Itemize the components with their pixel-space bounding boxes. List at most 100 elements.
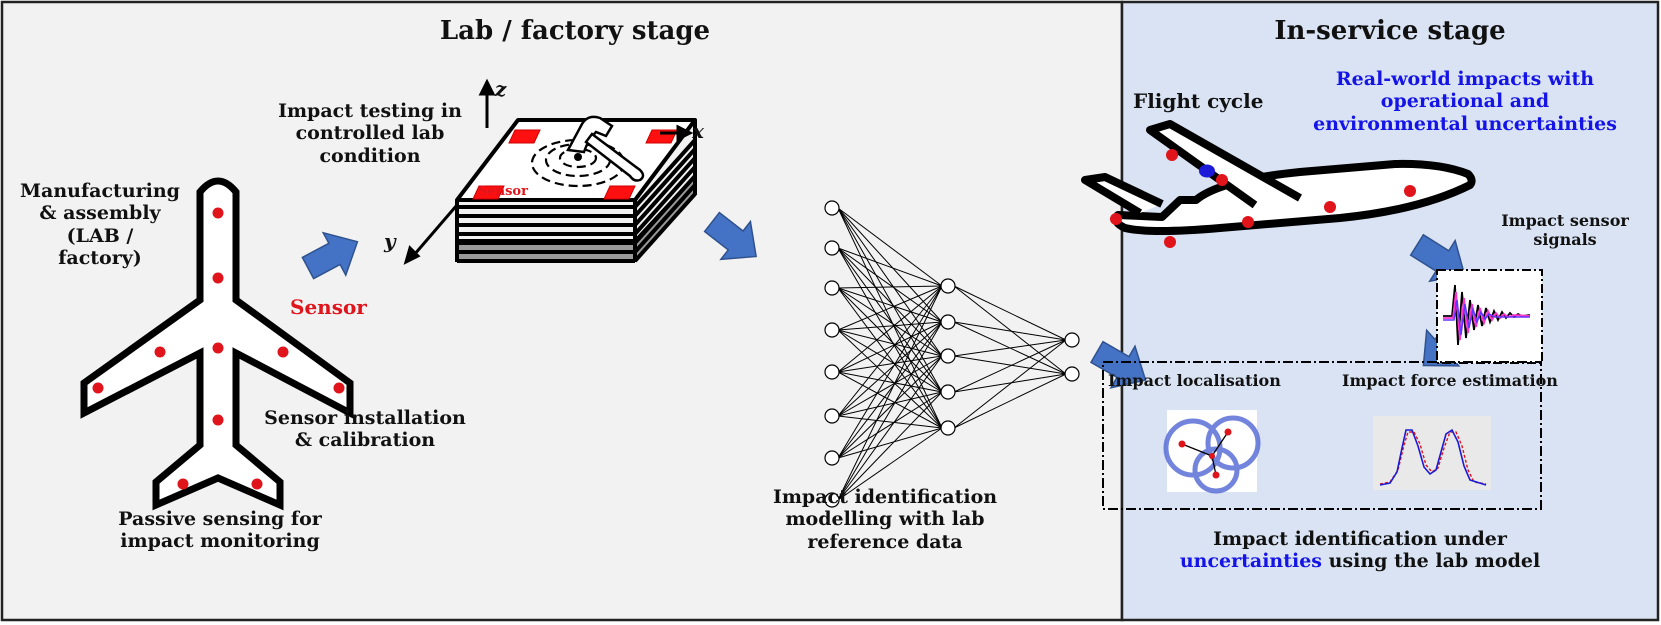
nn-connection	[837, 321, 943, 331]
nn-connection	[953, 285, 1067, 375]
nn-node	[940, 384, 956, 400]
nn-connection	[837, 329, 943, 393]
nn-connection	[837, 247, 943, 287]
results-box	[1102, 361, 1542, 510]
nn-connection	[953, 339, 1067, 429]
installation-label: Sensor installation & calibration	[264, 407, 466, 452]
sensor-dot	[212, 207, 224, 219]
localisation-label: Impact localisation	[1108, 371, 1281, 390]
lab-stage-title: Lab / factory stage	[439, 16, 711, 46]
uncertainties-highlight: uncertainties	[1179, 550, 1323, 573]
sensor-dot	[1242, 216, 1254, 228]
nn-node	[824, 322, 840, 338]
sensor-dot	[154, 346, 166, 358]
sensor-dot	[1216, 174, 1228, 186]
axis-z-label: z	[495, 77, 507, 101]
sensor-dot	[92, 382, 104, 394]
sensor-dot	[1110, 213, 1122, 225]
nn-connection	[837, 285, 943, 459]
neural-network	[824, 200, 1080, 508]
nn-connection	[837, 287, 943, 393]
sensor-dot	[251, 478, 263, 490]
hammer-icon	[566, 115, 645, 182]
nn-connection	[837, 391, 943, 501]
sensor-dot	[177, 478, 189, 490]
nn-connection	[837, 321, 943, 373]
sensor-dot	[277, 346, 289, 358]
nn-connection	[837, 207, 943, 287]
nn-node	[824, 200, 840, 216]
sensor-dot	[1166, 149, 1178, 161]
nn-connection	[837, 285, 943, 331]
nn-connection	[953, 373, 1067, 393]
nn-connection	[953, 321, 1067, 341]
sensor-dot	[1404, 185, 1416, 197]
nn-connection	[837, 285, 943, 373]
nn-connection	[837, 321, 943, 459]
nn-connection	[837, 207, 943, 357]
sensor-dot	[1324, 201, 1336, 213]
nn-connection	[837, 427, 943, 459]
nn-connection	[837, 329, 943, 429]
passive-sensing-label: Passive sensing for impact monitoring	[118, 508, 322, 553]
sensor-signal-plot	[1436, 269, 1543, 364]
nn-connection	[837, 285, 943, 501]
nn-node	[824, 280, 840, 296]
sensor-label: Sensor	[290, 295, 367, 319]
service-stage-title: In-service stage	[1274, 16, 1506, 46]
force-plot	[1373, 416, 1491, 490]
plate-sensor	[472, 185, 505, 200]
plate-sensor	[603, 185, 636, 200]
nn-connection	[837, 207, 943, 393]
flight-cycle-label: Flight cycle	[1133, 89, 1264, 113]
sensor-dot	[212, 272, 224, 284]
nn-connection	[837, 391, 943, 417]
signals-label: Impact sensor signals	[1501, 211, 1629, 249]
nn-connection	[837, 287, 943, 323]
sensor-dot	[212, 414, 224, 426]
axis-y-label: y	[384, 229, 396, 253]
nn-connection	[837, 207, 943, 323]
nn-connection	[953, 373, 1067, 429]
axis-x-label: x	[692, 119, 704, 143]
nn-connection	[837, 415, 943, 429]
nn-connection	[837, 285, 943, 417]
service-panel	[1120, 0, 1660, 622]
manufacturing-label: Manufacturing & assembly (LAB / factory)	[20, 180, 180, 270]
nn-node	[940, 314, 956, 330]
plate-sensor	[508, 129, 541, 144]
nn-connection	[837, 207, 943, 429]
sensor-dot	[333, 382, 345, 394]
bottom-label: Impact identification under uncertaintie…	[1179, 528, 1541, 573]
composite-plate	[403, 78, 697, 265]
nn-node	[824, 450, 840, 466]
nn-connection	[837, 287, 943, 429]
nn-node	[824, 364, 840, 380]
nn-connection	[953, 339, 1067, 357]
sensor-dot	[1164, 236, 1176, 248]
nn-node	[1064, 366, 1080, 382]
nn-node	[940, 348, 956, 364]
nn-node	[824, 408, 840, 424]
nn-connection	[837, 371, 943, 393]
impact-point	[1199, 164, 1215, 178]
nn-connection	[837, 371, 943, 429]
nn-node	[824, 240, 840, 256]
nn-connection	[837, 247, 943, 323]
nn-connection	[837, 247, 943, 429]
nn-connection	[837, 355, 943, 373]
nn-label: Impact identification modelling with lab…	[772, 486, 998, 553]
nn-connection	[837, 321, 943, 417]
impact-testing-label: Impact testing in controlled lab conditi…	[278, 100, 462, 167]
plate-sensor-label: Sensor	[478, 184, 528, 199]
nn-connection	[953, 339, 1067, 393]
nn-connection	[953, 285, 1067, 341]
nn-node	[824, 492, 840, 508]
nn-connection	[953, 355, 1067, 375]
force-estimation-label: Impact force estimation	[1342, 371, 1558, 390]
nn-connection	[837, 355, 943, 417]
nn-connection	[837, 285, 943, 289]
nn-connection	[837, 247, 943, 393]
nn-node	[1064, 332, 1080, 348]
nn-connection	[837, 355, 943, 459]
